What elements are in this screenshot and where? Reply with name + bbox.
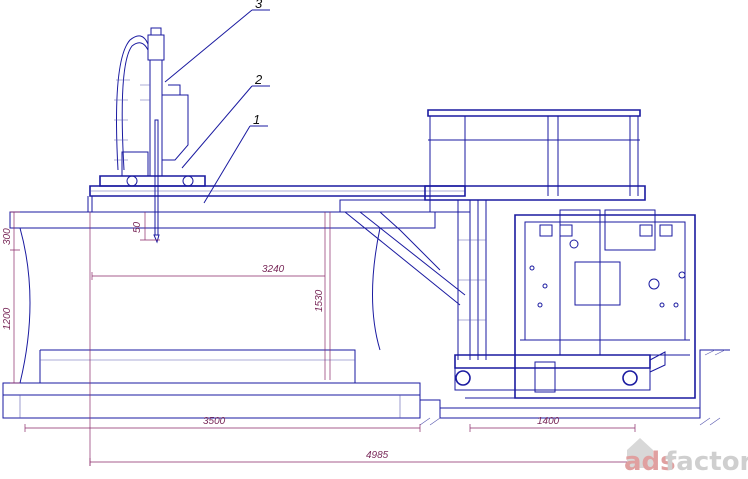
dim-3240: 3240	[262, 264, 285, 275]
dim-4985: 4985	[366, 450, 389, 461]
main-beam	[87, 185, 466, 213]
platform	[424, 109, 646, 201]
tank-body	[2, 211, 436, 419]
support-bracket	[339, 199, 487, 360]
bogie	[454, 351, 690, 399]
dim-300: 300	[2, 228, 13, 245]
callout-3: 3	[255, 0, 263, 11]
callout-leaders	[164, 9, 270, 204]
callout-2: 2	[254, 72, 263, 87]
dim-1200: 1200	[2, 307, 13, 330]
dim-3500: 3500	[203, 416, 226, 427]
dim-1400: 1400	[537, 416, 560, 427]
dimension-lines	[10, 211, 636, 466]
callout-1: 1	[253, 112, 260, 127]
dim-50: 50	[132, 221, 143, 233]
dim-1530: 1530	[314, 289, 325, 312]
watermark-logo: ads factory	[624, 438, 748, 477]
watermark-brand-ads: ads	[624, 447, 676, 477]
foundation	[419, 349, 730, 426]
welding-carriage	[99, 27, 206, 244]
watermark-brand-factory: factory	[665, 447, 748, 477]
control-cabinet	[514, 209, 696, 399]
